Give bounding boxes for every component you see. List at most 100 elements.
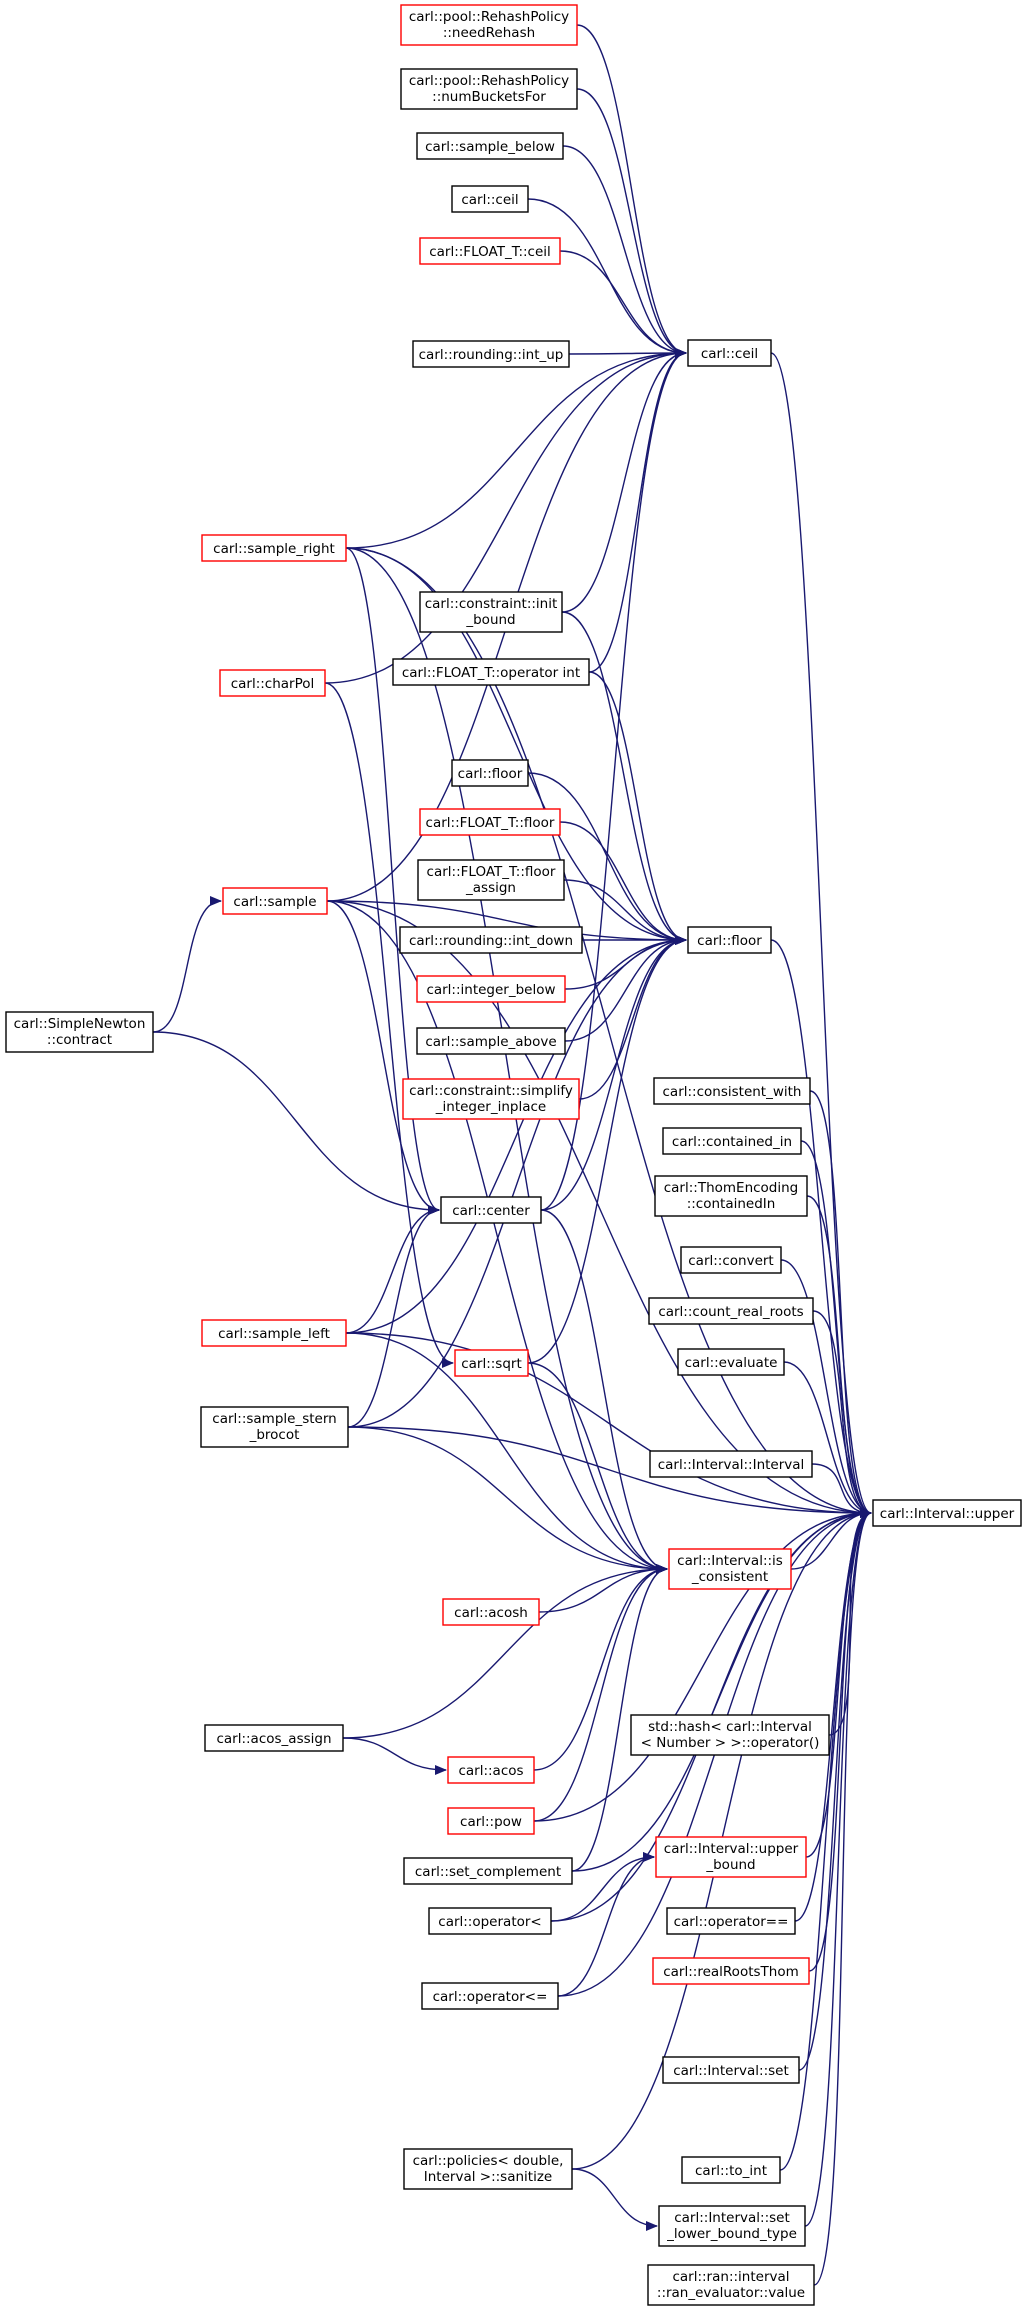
- node-consistent-with[interactable]: carl::consistent_with: [653, 1077, 811, 1105]
- node-label: carl::sample_above: [425, 1034, 556, 1050]
- node-label: carl::acosh: [454, 1605, 528, 1621]
- node-op-less[interactable]: carl::operator<: [428, 1907, 552, 1935]
- node-label: carl::acos_assign: [216, 1731, 331, 1747]
- node-integer-below[interactable]: carl::integer_below: [416, 975, 566, 1003]
- node-box: [440, 1196, 542, 1224]
- node-evaluate[interactable]: carl::evaluate: [677, 1348, 785, 1376]
- node-float-ceil[interactable]: carl::FLOAT_T::ceil: [419, 237, 561, 265]
- node-set-complement[interactable]: carl::set_complement: [403, 1857, 573, 1885]
- edge-stern-to-upper: [347, 1426, 872, 1518]
- node-box: [402, 1078, 580, 1120]
- node-acosh[interactable]: carl::acosh: [442, 1598, 540, 1626]
- node-stern[interactable]: carl::sample_stern_brocot: [200, 1406, 349, 1448]
- node-center[interactable]: carl::center: [440, 1196, 542, 1224]
- node-label: carl::center: [452, 1203, 530, 1219]
- node-init-bound[interactable]: carl::constraint::init_bound: [419, 591, 563, 633]
- edge-float-floor-to-floor: [559, 821, 687, 945]
- edge-newton-to-sample: [152, 896, 222, 1033]
- node-sample-above[interactable]: carl::sample_above: [416, 1027, 566, 1055]
- node-acos-assign[interactable]: carl::acos_assign: [204, 1724, 344, 1752]
- node-simplify[interactable]: carl::constraint::simplify_integer_inpla…: [402, 1078, 580, 1120]
- node-op-leq[interactable]: carl::operator<=: [421, 1982, 559, 2010]
- node-sample-right[interactable]: carl::sample_right: [201, 534, 347, 562]
- nodes-layer: carl::pool::RehashPolicy::needRehashcarl…: [5, 4, 1022, 2306]
- node-label: carl::charPol: [231, 676, 315, 692]
- node-thom[interactable]: carl::ThomEncoding::containedIn: [654, 1175, 808, 1217]
- edge-numBucketsFor-to-ceil: [576, 88, 687, 358]
- node-label: carl::Interval::is: [677, 1553, 783, 1569]
- node-box: [666, 1907, 796, 1935]
- edge-stern-to-floor: [347, 935, 687, 1428]
- node-label: ::needRehash: [443, 25, 535, 41]
- node-float-floor[interactable]: carl::FLOAT_T::floor: [419, 808, 561, 836]
- node-is-consistent[interactable]: carl::Interval::is_consistent: [668, 1548, 792, 1590]
- node-label: carl::sample_right: [213, 541, 335, 557]
- node-realRootsThom[interactable]: carl::realRootsThom: [652, 1957, 810, 1985]
- node-ceil[interactable]: carl::ceil: [687, 339, 772, 367]
- edge-float-floor-assign-to-floor: [563, 879, 687, 945]
- node-box: [419, 591, 563, 633]
- node-set-lower-bound-type[interactable]: carl::Interval::set_lower_bound_type: [658, 2205, 806, 2247]
- node-interval-ctor[interactable]: carl::Interval::Interval: [649, 1450, 813, 1478]
- node-box: [201, 534, 347, 562]
- node-box: [399, 926, 583, 954]
- node-upper[interactable]: carl::Interval::upper: [872, 1499, 1022, 1527]
- node-label: carl::ThomEncoding: [664, 1180, 799, 1196]
- node-count-real-roots[interactable]: carl::count_real_roots: [648, 1297, 814, 1325]
- node-ceil-a[interactable]: carl::ceil: [451, 185, 529, 213]
- node-pow[interactable]: carl::pow: [447, 1807, 535, 1835]
- node-label: ::contract: [47, 1032, 112, 1048]
- node-numBucketsFor[interactable]: carl::pool::RehashPolicy::numBucketsFor: [400, 68, 578, 110]
- node-std-hash[interactable]: std::hash< carl::Interval< Number > >::o…: [630, 1714, 830, 1756]
- node-floor-a[interactable]: carl::floor: [451, 759, 529, 787]
- node-int-down[interactable]: carl::rounding::int_down: [399, 926, 583, 954]
- node-contained-in[interactable]: carl::contained_in: [662, 1127, 802, 1155]
- edge-center-to-floor: [540, 935, 687, 1211]
- edge-stern-to-is-consistent: [347, 1426, 668, 1574]
- node-label: carl::rounding::int_down: [409, 933, 573, 949]
- node-box: [419, 808, 561, 836]
- node-label: carl::count_real_roots: [658, 1304, 803, 1320]
- node-convert[interactable]: carl::convert: [680, 1246, 782, 1274]
- node-to-int[interactable]: carl::to_int: [681, 2156, 781, 2184]
- edge-sample-right-to-is-consistent: [345, 547, 668, 1574]
- node-box: [654, 1175, 808, 1217]
- node-label: carl::set_complement: [415, 1864, 561, 1880]
- node-sqrt[interactable]: carl::sqrt: [454, 1349, 529, 1377]
- node-label: carl::SimpleNewton: [14, 1016, 146, 1032]
- edge-float-ceil-to-ceil: [559, 250, 687, 358]
- node-sample-left[interactable]: carl::sample_left: [201, 1319, 347, 1347]
- edge-floor-a-to-floor: [527, 772, 687, 945]
- node-op-eq[interactable]: carl::operator==: [666, 1907, 796, 1935]
- edge-count-real-roots-to-upper: [812, 1310, 872, 1518]
- edge-sqrt-to-floor: [527, 935, 687, 1364]
- node-box: [416, 132, 564, 160]
- edge-evaluate-to-upper: [783, 1361, 872, 1518]
- node-box: [416, 975, 566, 1003]
- node-sanitize[interactable]: carl::policies< double,Interval >::sanit…: [403, 2148, 573, 2190]
- node-label: carl::rounding::int_up: [419, 347, 564, 363]
- node-float-floor-assign[interactable]: carl::FLOAT_T::floor_assign: [417, 859, 565, 901]
- node-charPol[interactable]: carl::charPol: [219, 669, 326, 697]
- edge-center-to-ceil: [540, 348, 687, 1211]
- node-box: [647, 2264, 815, 2306]
- node-label: ::ran_evaluator::value: [657, 2285, 805, 2301]
- node-box: [428, 1907, 552, 1935]
- node-newton[interactable]: carl::SimpleNewton::contract: [5, 1011, 154, 1053]
- node-upper-bound[interactable]: carl::Interval::upper_bound: [655, 1836, 807, 1878]
- node-interval-set[interactable]: carl::Interval::set: [662, 2056, 800, 2084]
- edge-center-to-is-consistent: [540, 1209, 668, 1574]
- edge-pow-to-upper: [533, 1508, 872, 1822]
- node-int-up[interactable]: carl::rounding::int_up: [412, 340, 570, 368]
- node-label: _bound: [465, 612, 515, 628]
- edge-set-complement-to-is-consistent: [571, 1564, 668, 1872]
- edge-sqrt-to-is-consistent: [527, 1362, 668, 1574]
- node-floor[interactable]: carl::floor: [687, 926, 772, 954]
- node-needRehash[interactable]: carl::pool::RehashPolicy::needRehash: [400, 4, 578, 46]
- node-sample[interactable]: carl::sample: [222, 887, 328, 915]
- node-acos[interactable]: carl::acos: [447, 1756, 535, 1784]
- node-sample-below[interactable]: carl::sample_below: [416, 132, 564, 160]
- node-ran-value[interactable]: carl::ran::interval::ran_evaluator::valu…: [647, 2264, 815, 2306]
- node-float-op-int[interactable]: carl::FLOAT_T::operator int: [392, 658, 590, 686]
- edge-sample-below-to-ceil: [562, 145, 687, 358]
